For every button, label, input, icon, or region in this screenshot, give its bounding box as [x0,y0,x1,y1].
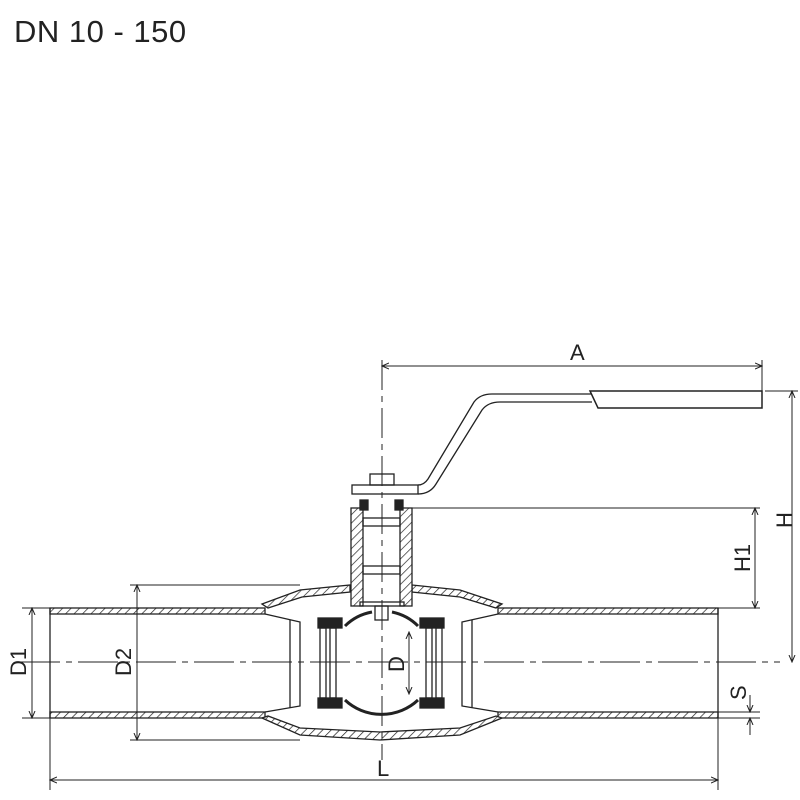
pipe-top-wall [49,607,719,615]
drawing-title: DN 10 - 150 [14,14,187,49]
handle-lever [351,390,763,495]
dim-label-s: S [726,685,751,700]
left-seat [317,617,343,709]
right-seat [419,617,445,709]
dim-label-l: L [377,756,389,781]
dim-label-h1: H1 [730,544,755,572]
dim-label-h: H [772,512,797,528]
body-upper-shell [260,584,351,609]
dim-label-d1: D1 [6,648,31,676]
dim-label-d2: D2 [111,648,136,676]
dim-label-a: A [570,340,585,365]
dim-label-d: D [384,656,409,672]
body-lower-shell [260,715,504,741]
